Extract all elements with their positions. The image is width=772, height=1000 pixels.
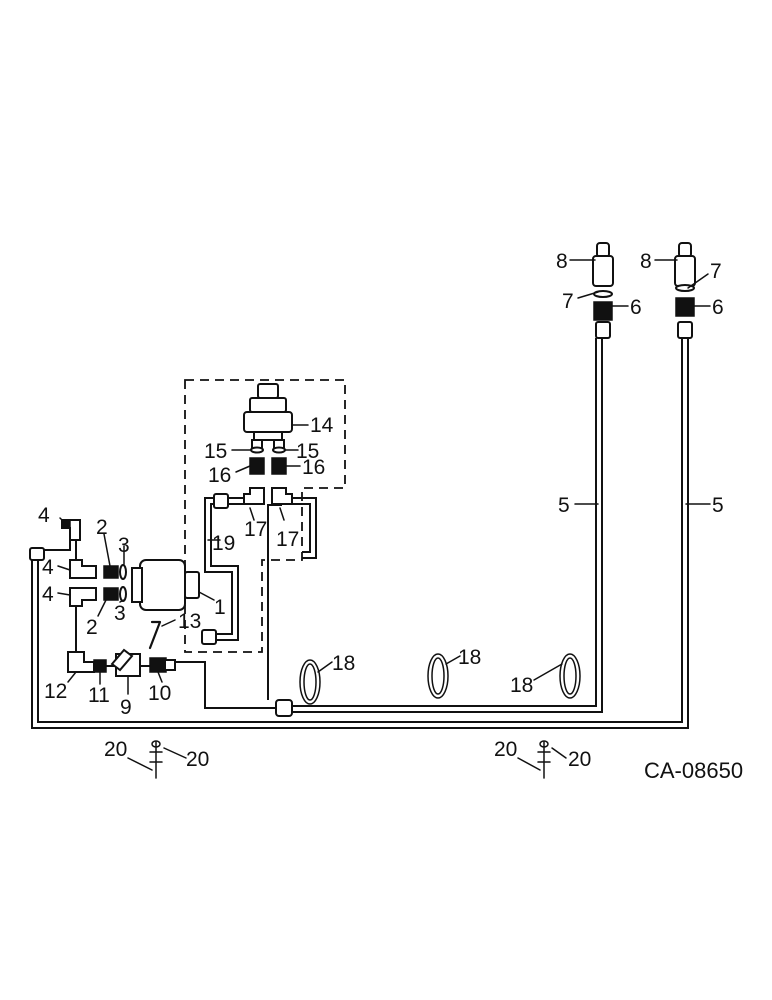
callout-20a: 20: [104, 738, 127, 761]
elbow-12: [67, 651, 95, 673]
elbow-4b: [69, 559, 97, 579]
callout-2b: 2: [86, 616, 98, 639]
callout-6a: 6: [630, 296, 642, 319]
cylinder-1: [131, 559, 200, 611]
callout-15a: 15: [204, 440, 227, 463]
callout-3a: 3: [118, 534, 130, 557]
callout-5b: 5: [712, 494, 724, 517]
bracket-13: [148, 620, 162, 650]
clamp-18a: [299, 659, 321, 705]
valve-9-handle: [110, 648, 134, 672]
fitting-16b: [271, 457, 287, 475]
callout-18a: 18: [332, 652, 355, 675]
tube-fitting-19: [201, 629, 217, 645]
callout-13: 13: [178, 610, 201, 633]
callout-4a: 4: [38, 504, 50, 527]
right-fitting-group-1: [592, 242, 614, 339]
o-ring-3b: [119, 586, 127, 602]
callout-20b: 20: [186, 748, 209, 771]
fitting-2b: [103, 587, 119, 601]
callout-6b: 6: [712, 296, 724, 319]
clamp-18b: [427, 653, 449, 699]
right-fitting-group-2: [674, 242, 696, 339]
callout-17b: 17: [276, 528, 299, 551]
fastener-20-left: [149, 740, 163, 779]
o-ring-3a: [119, 564, 127, 580]
fitting-16a: [249, 457, 265, 475]
callout-10: 10: [148, 682, 171, 705]
callout-5a: 5: [558, 494, 570, 517]
elbow-17b: [271, 487, 293, 505]
callout-16b: 16: [302, 456, 325, 479]
o-ring-15b: [272, 446, 286, 454]
callout-14: 14: [310, 414, 334, 437]
callout-20c: 20: [494, 738, 517, 761]
callout-12: 12: [44, 680, 67, 703]
tube-fitting-bottom: [275, 699, 293, 717]
callout-11: 11: [88, 684, 110, 707]
callout-2a: 2: [96, 516, 108, 539]
elbow-4c: [69, 587, 97, 607]
callout-18c: 18: [510, 674, 533, 697]
callout-17a: 17: [244, 518, 267, 541]
o-ring-15a: [250, 446, 264, 454]
callout-7b: 7: [710, 260, 722, 283]
callout-4c: 4: [42, 583, 54, 606]
callout-9: 9: [120, 696, 132, 719]
tube-fitting-top: [213, 493, 229, 509]
callout-20d: 20: [568, 748, 591, 771]
callout-8b: 8: [640, 250, 652, 273]
drawing-code: CA-08650: [644, 758, 743, 783]
callout-16a: 16: [208, 464, 231, 487]
fitting-10: [149, 657, 167, 673]
valve-assembly-14: [243, 383, 293, 449]
fitting-2a: [103, 565, 119, 579]
callout-3b: 3: [114, 602, 126, 625]
callout-7a: 7: [562, 290, 574, 313]
callout-8a: 8: [556, 250, 568, 273]
pipe-assembly-main: [31, 338, 689, 729]
fastener-20-right: [537, 740, 551, 779]
callout-15b: 15: [296, 440, 319, 463]
callout-18b: 18: [458, 646, 481, 669]
elbow-17a: [243, 487, 265, 505]
fitting-11: [93, 659, 107, 673]
callout-1: 1: [214, 596, 226, 619]
callout-19: 19: [212, 532, 235, 555]
tube-fitting-left: [29, 547, 45, 561]
assembly-outline: [184, 379, 346, 653]
leader-lines: [57, 259, 711, 771]
callout-4b: 4: [42, 556, 54, 579]
clamp-18c: [559, 653, 581, 699]
